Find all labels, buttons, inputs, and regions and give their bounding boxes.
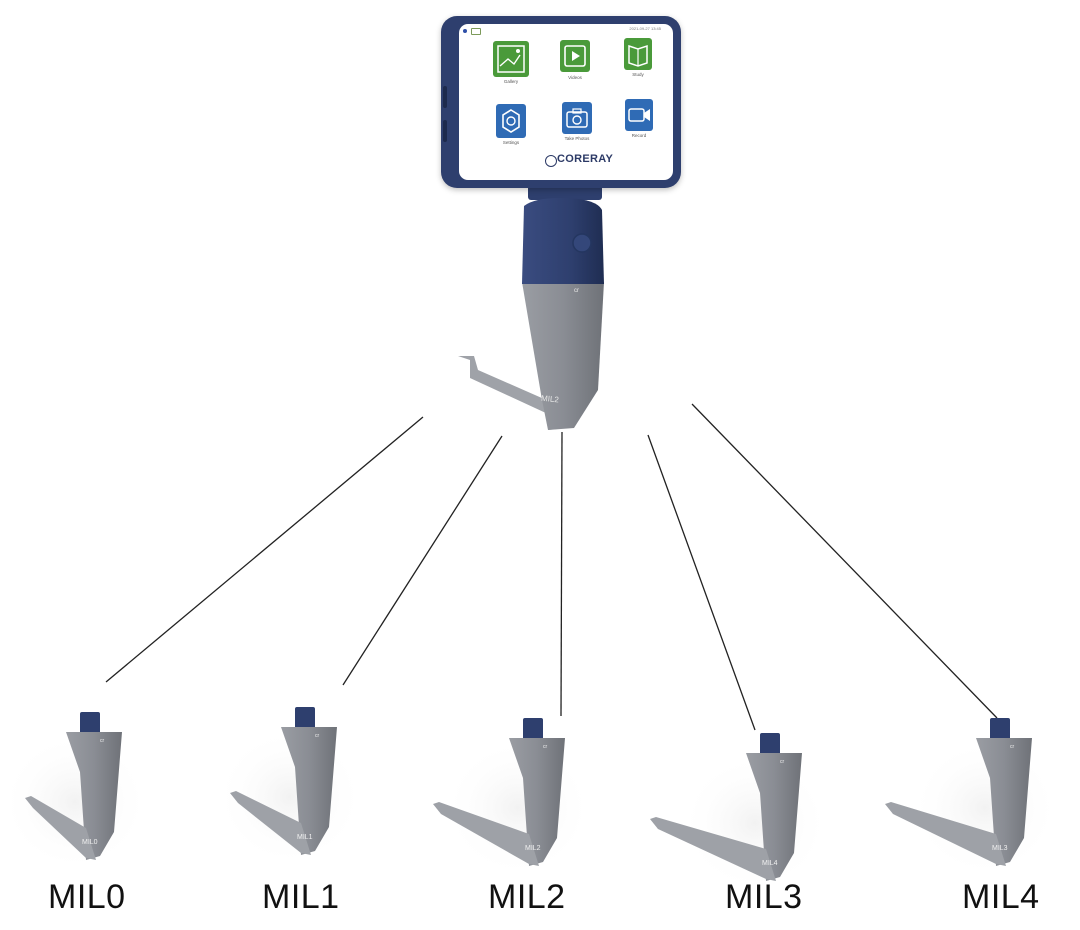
video-camera-icon bbox=[628, 108, 650, 122]
attached-blade-logo: cr bbox=[574, 288, 579, 294]
connector-line-mil3 bbox=[647, 434, 756, 731]
blade-connector bbox=[760, 733, 780, 755]
blade-label-mil2: MIL2 bbox=[488, 878, 566, 916]
videos-label: Videos bbox=[568, 75, 582, 80]
blade-mark: MIL0 bbox=[82, 839, 98, 846]
connector-line-mil1 bbox=[342, 435, 503, 686]
blade-label-mil3: MIL3 bbox=[725, 878, 803, 916]
blade-label-mil1: MIL1 bbox=[262, 878, 340, 916]
record-label: Record bbox=[631, 133, 647, 138]
blade-tongue bbox=[885, 802, 1006, 866]
gear-icon bbox=[502, 109, 520, 133]
blade-logo: cr bbox=[315, 733, 320, 739]
blade-label-mil4: MIL4 bbox=[962, 878, 1040, 916]
status-indicator bbox=[463, 29, 467, 33]
videos-tile[interactable] bbox=[560, 40, 590, 72]
settings-tile[interactable] bbox=[496, 104, 526, 138]
device-screen: 2021-09-27 13:45 Gallery Videos Study Se… bbox=[459, 24, 673, 180]
play-icon bbox=[564, 45, 586, 67]
record-tile[interactable] bbox=[625, 99, 653, 131]
brand-logo-icon bbox=[545, 155, 557, 167]
blade-tongue bbox=[230, 791, 311, 855]
book-icon bbox=[628, 44, 648, 67]
take-photos-tile[interactable] bbox=[562, 102, 592, 134]
attached-blade-tongue bbox=[458, 356, 566, 430]
connector-line-mil0 bbox=[105, 416, 424, 683]
side-button-upper[interactable] bbox=[443, 86, 447, 108]
battery-icon bbox=[471, 28, 481, 35]
take-photos-label: Take Photos bbox=[564, 136, 590, 141]
blade-mark: MIL4 bbox=[762, 860, 778, 867]
attached-blade-mark: MIL2 bbox=[541, 394, 560, 405]
blade-connector bbox=[990, 718, 1010, 740]
blade-tongue bbox=[433, 802, 539, 866]
settings-label: Settings bbox=[502, 140, 520, 145]
device-monitor: 2021-09-27 13:45 Gallery Videos Study Se… bbox=[441, 16, 681, 188]
blade-body bbox=[976, 738, 1032, 866]
blade-connector bbox=[523, 718, 543, 740]
blade-tongue bbox=[650, 817, 776, 881]
screen-datetime: 2021-09-27 13:45 bbox=[629, 26, 661, 31]
blade-body bbox=[281, 727, 337, 855]
blade-label-mil0: MIL0 bbox=[48, 878, 126, 916]
connector-line-mil2 bbox=[560, 431, 563, 717]
blade-tongue bbox=[25, 796, 96, 860]
blade-mark: MIL1 bbox=[297, 834, 313, 841]
blade-logo: cr bbox=[780, 759, 785, 765]
blade-mark: MIL3 bbox=[992, 845, 1008, 852]
connector-line-group bbox=[105, 403, 998, 731]
videolaryngoscope: cr MIL2 bbox=[458, 178, 604, 430]
gallery-tile[interactable] bbox=[493, 41, 529, 77]
blade-body bbox=[746, 753, 802, 881]
blade-logo: cr bbox=[100, 738, 105, 744]
blade-body bbox=[66, 732, 122, 860]
blade-logo: cr bbox=[543, 744, 548, 750]
attached-blade-body bbox=[522, 282, 604, 430]
blade-connector bbox=[295, 707, 315, 729]
study-label: Study bbox=[632, 72, 644, 77]
camera-icon bbox=[566, 108, 588, 128]
blade-logo: cr bbox=[1010, 744, 1015, 750]
brand-name: CORERAY bbox=[557, 153, 614, 165]
handle bbox=[522, 198, 604, 284]
gallery-label: Gallery bbox=[503, 79, 519, 84]
blade-connector bbox=[80, 712, 100, 734]
blade-body bbox=[509, 738, 565, 866]
side-button-lower[interactable] bbox=[443, 120, 447, 142]
blade-mark: MIL2 bbox=[525, 845, 541, 852]
connector-line-mil4 bbox=[691, 403, 998, 719]
study-tile[interactable] bbox=[624, 38, 652, 70]
power-button bbox=[572, 233, 592, 253]
gallery-icon bbox=[497, 45, 525, 73]
